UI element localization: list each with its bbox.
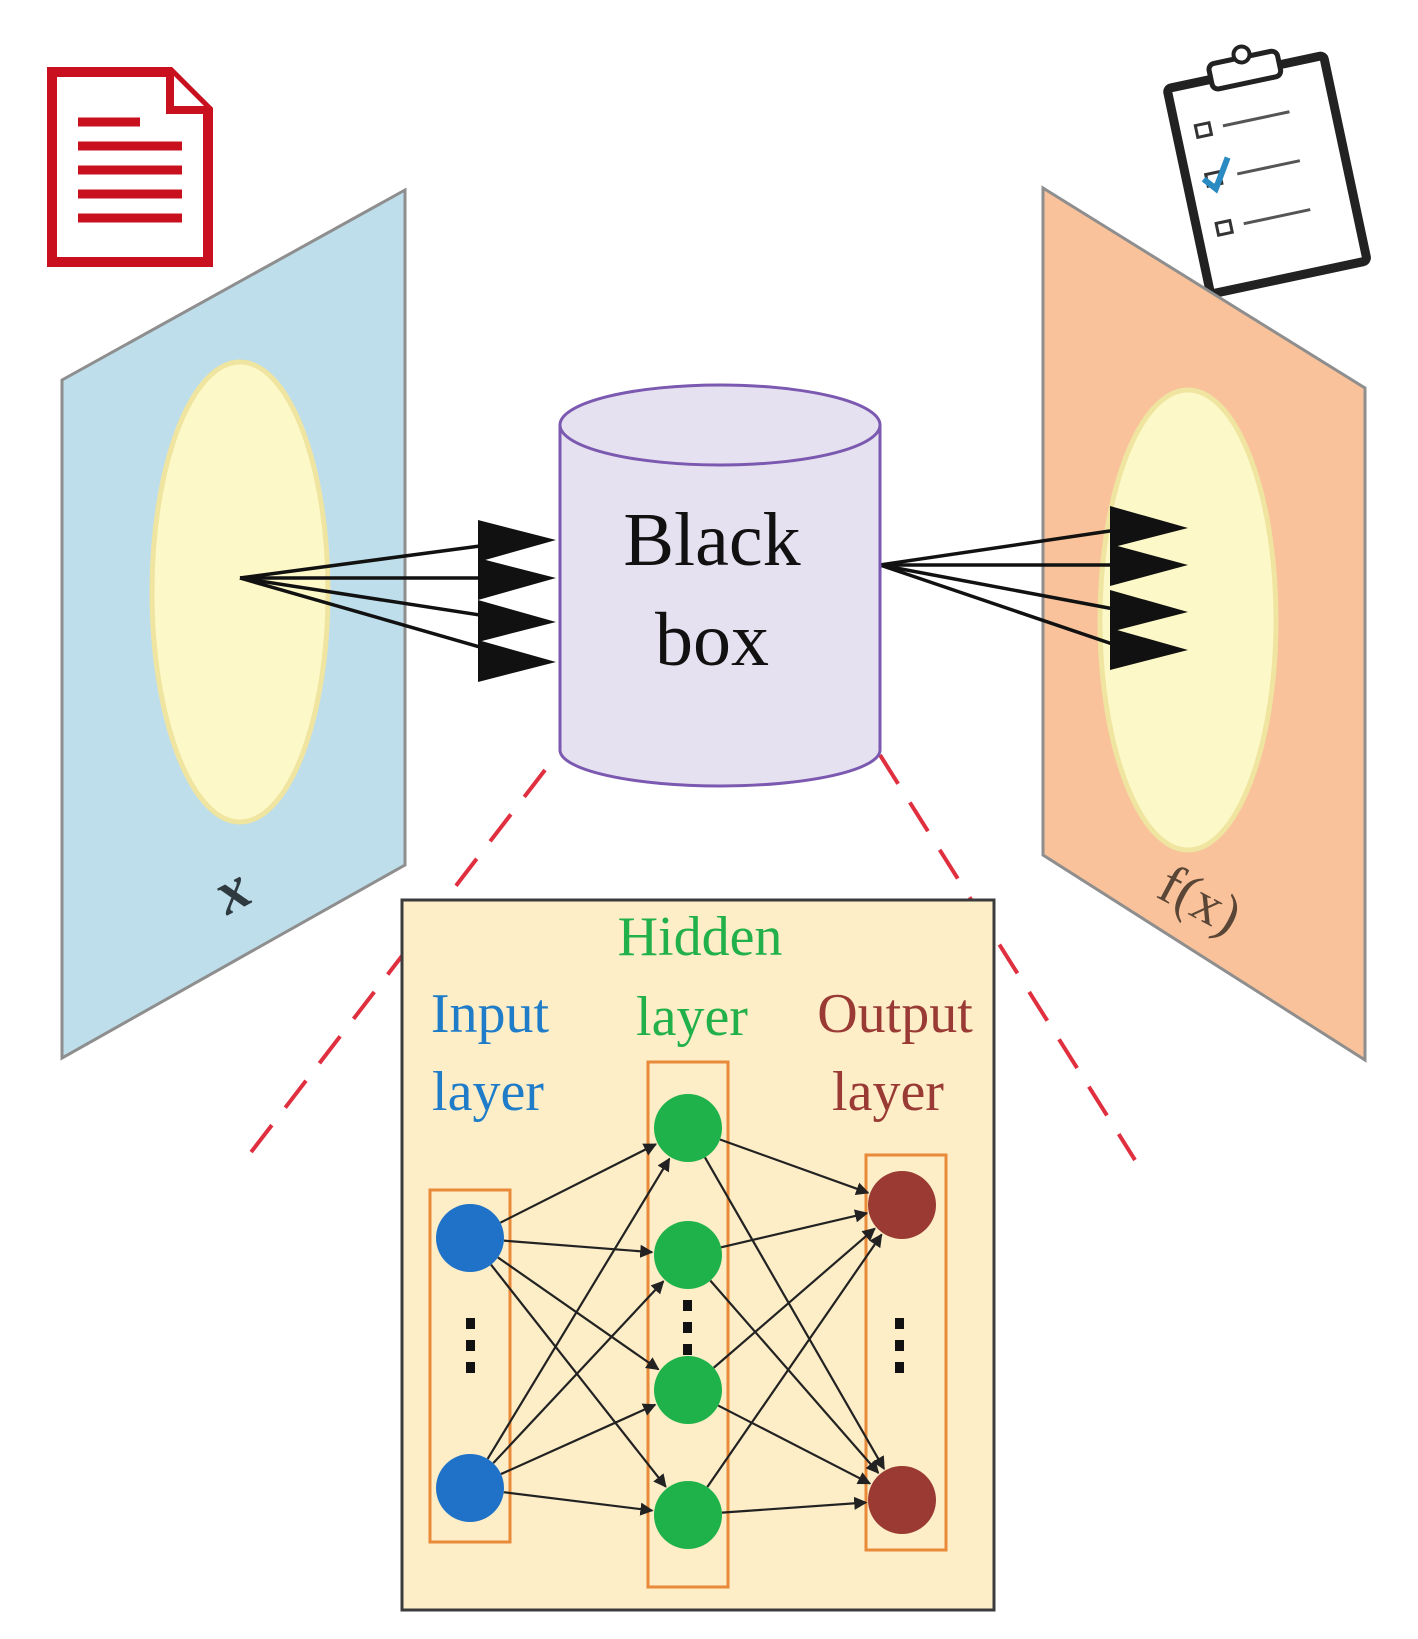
projection-lines — [243, 753, 1137, 1162]
connection-edge — [503, 1239, 654, 1258]
connection-edge — [721, 1496, 868, 1514]
output-nodes — [868, 1171, 936, 1534]
neural-network-panel: Hidden layer Input layer Output layer — [400, 898, 996, 1612]
black-box-label-line2: box — [655, 598, 769, 682]
input-nodes — [436, 1204, 504, 1522]
hidden-layer-label-line1: Hidden — [618, 906, 783, 968]
hidden-ellipsis — [683, 1300, 692, 1355]
output-layer-box — [864, 1153, 948, 1552]
input-domain-ellipse — [149, 359, 331, 825]
hidden-layer-label-line2: layer — [636, 986, 748, 1048]
output-layer-label-line1: Output — [817, 983, 973, 1045]
connection-edge — [503, 1491, 654, 1516]
connection-edge — [713, 1227, 876, 1369]
connection-edge — [499, 1143, 658, 1224]
connection-edge — [492, 1280, 665, 1464]
connection-edge — [706, 1233, 883, 1488]
input-to-blackbox-arrows — [239, 520, 556, 682]
input-layer-box — [428, 1188, 512, 1544]
black-box-cylinder: Black box — [558, 383, 882, 788]
connection-edge — [720, 1209, 869, 1249]
output-plane: f(x) — [1041, 185, 1367, 1063]
connection-edge — [497, 1256, 660, 1371]
hidden-node — [654, 1356, 722, 1424]
output-ellipsis — [895, 1318, 904, 1373]
input-node — [436, 1204, 504, 1272]
output-layer-label-line2: layer — [832, 1061, 944, 1123]
document-icon — [47, 67, 213, 267]
connection-edge — [486, 1157, 671, 1460]
hidden-nodes — [654, 1094, 722, 1549]
hidden-layer-box — [646, 1060, 730, 1589]
connection-edge — [704, 1156, 886, 1470]
connection-edge — [719, 1138, 870, 1195]
input-plane: x — [60, 187, 407, 1061]
output-node — [868, 1466, 936, 1534]
input-layer-label-line2: layer — [432, 1061, 544, 1123]
hidden-node — [654, 1481, 722, 1549]
connection-edge — [490, 1264, 667, 1488]
hidden-node — [654, 1221, 722, 1289]
input-layer-label-line1: Input — [431, 983, 550, 1045]
input-node — [436, 1454, 504, 1522]
connection-edge — [717, 1404, 872, 1485]
projection-line-left — [243, 768, 547, 1162]
black-box-label-line1: Black — [623, 498, 800, 582]
output-range-ellipse — [1097, 387, 1279, 853]
connection-edge — [709, 1279, 880, 1474]
hidden-node — [654, 1094, 722, 1162]
projection-line-right — [878, 753, 1137, 1162]
clipboard-checklist-icon — [1163, 44, 1371, 298]
network-connections — [486, 1138, 886, 1516]
input-ellipsis — [466, 1318, 475, 1373]
blackbox-to-output-arrows — [879, 506, 1188, 670]
connection-edge — [500, 1403, 657, 1476]
output-node — [868, 1171, 936, 1239]
